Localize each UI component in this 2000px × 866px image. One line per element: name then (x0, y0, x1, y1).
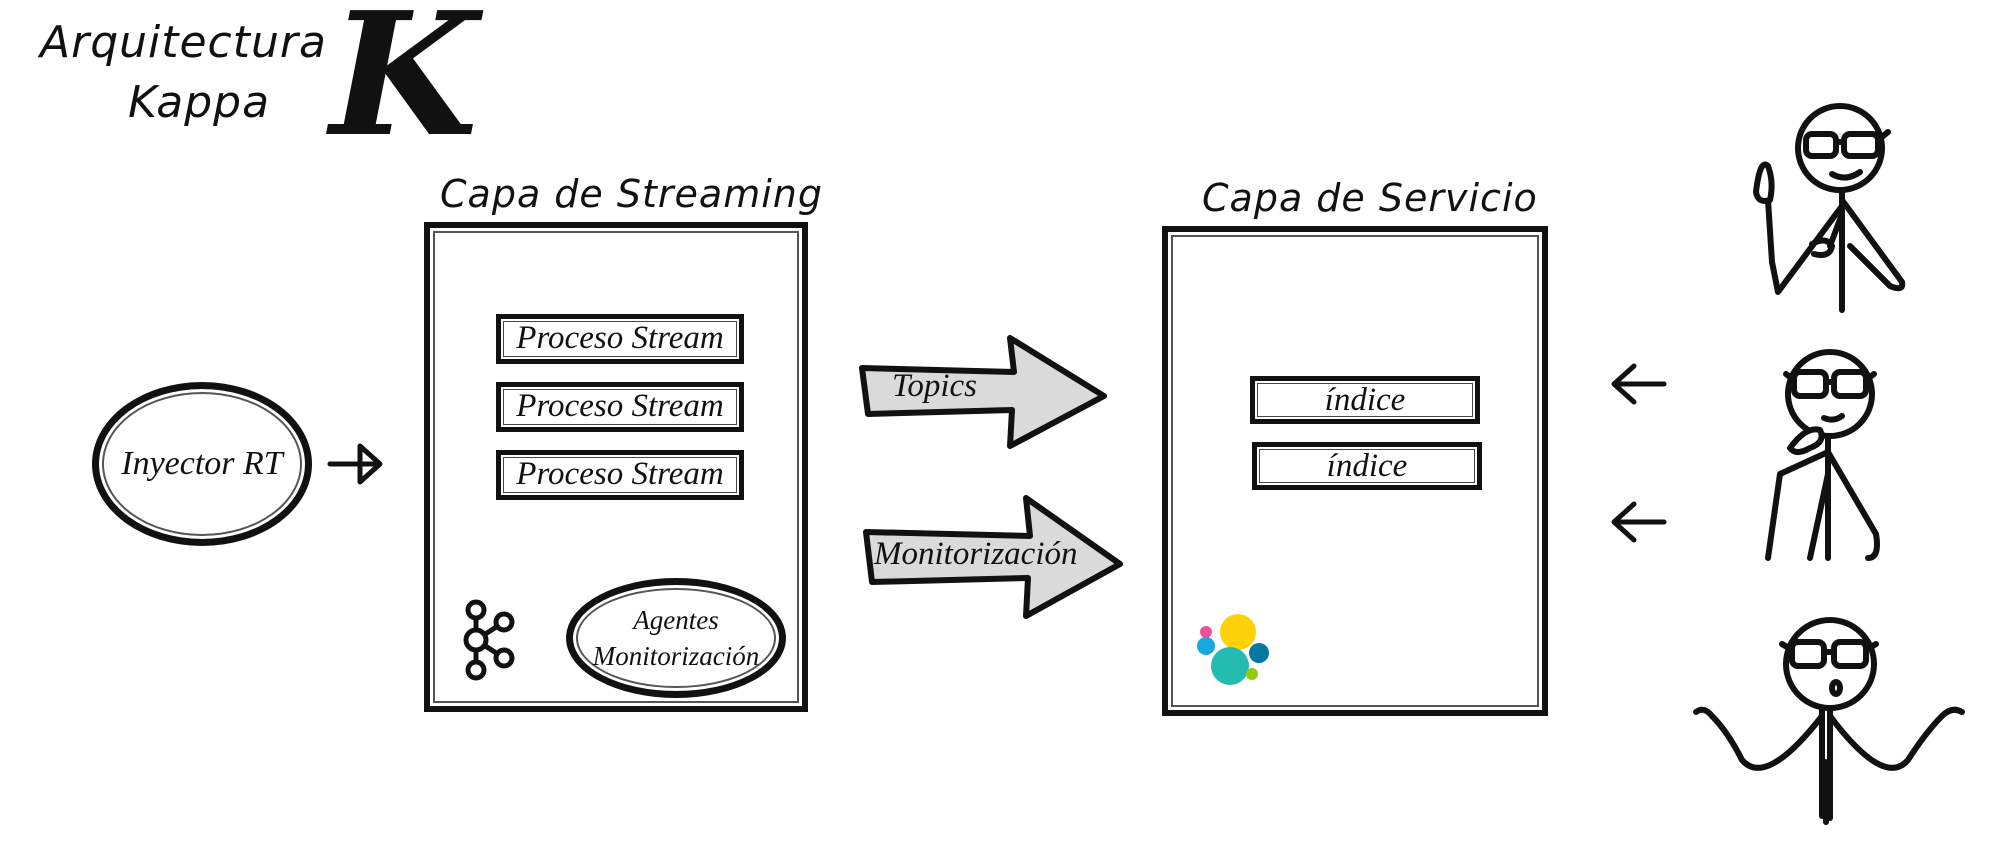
stick-figure-icon (1693, 617, 1965, 825)
kafka-icon (463, 599, 515, 681)
monitoring-label: Monitorización (874, 536, 1078, 572)
injector-label: Inyector RT (121, 445, 283, 482)
stick-figure-icon (1753, 103, 1906, 313)
topics-arrow (859, 335, 1107, 449)
user-arrow-bottom-icon (1611, 501, 1667, 543)
stream-process-3: Proceso Stream (496, 450, 744, 500)
stream-process-1: Proceso Stream (496, 314, 744, 364)
monitoring-agents-node: Agentes Monitorización (566, 578, 786, 698)
service-layer-title: Capa de Servicio (1202, 176, 1538, 220)
injector-arrow-icon (327, 443, 383, 485)
title-line-2: Kappa (128, 77, 271, 128)
stream-process-2: Proceso Stream (496, 382, 744, 432)
stick-figure-icon (1765, 349, 1880, 561)
elasticsearch-icon (1197, 614, 1269, 685)
kappa-logo: K (330, 0, 478, 175)
injector-node: Inyector RT (92, 382, 312, 546)
agents-label-line1: Agentes (633, 605, 719, 635)
user-arrow-top-icon (1611, 363, 1667, 405)
index-box-2: índice (1252, 442, 1482, 490)
topics-label: Topics (892, 368, 977, 404)
index-box-1: índice (1250, 376, 1480, 424)
agents-label-line2: Monitorización (592, 641, 760, 671)
title-line-1: Arquitectura (40, 17, 327, 68)
monitoring-arrow (863, 495, 1123, 619)
streaming-layer-title: Capa de Streaming (440, 172, 823, 216)
